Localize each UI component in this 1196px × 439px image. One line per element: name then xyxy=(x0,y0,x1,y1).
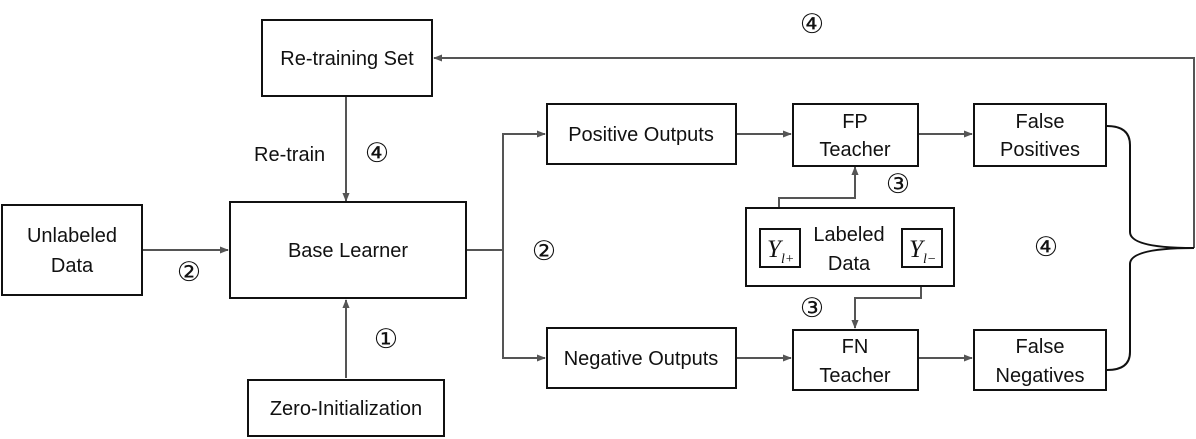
node-zero-initialization: Zero-Initialization xyxy=(247,379,445,437)
arrow-feedback-to-retraining-set xyxy=(433,54,1195,248)
step-2-input: ② xyxy=(177,257,201,288)
node-unlabeled-data: Unlabeled Data xyxy=(1,204,143,296)
fn-teacher-label-line1: FN xyxy=(842,336,869,358)
positive-outputs-label: Positive Outputs xyxy=(568,124,714,146)
step-4-retrain: ④ xyxy=(365,138,389,169)
node-positive-outputs: Positive Outputs xyxy=(546,103,737,165)
fn-teacher-label-line2: Teacher xyxy=(819,365,890,387)
y-plus-subscript: l+ xyxy=(781,252,794,267)
node-labeled-data: Labeled Data Y l+ Y l− xyxy=(745,207,955,287)
y-minus-subscript: l− xyxy=(923,252,936,267)
arrow-base-learner-to-positive xyxy=(466,130,546,251)
fp-teacher-label-line1: FP xyxy=(842,111,868,133)
node-retraining-set: Re-training Set xyxy=(261,19,433,97)
base-learner-label: Base Learner xyxy=(288,240,408,262)
unlabeled-data-label-line2: Data xyxy=(51,255,94,277)
step-4-errors: ④ xyxy=(1034,232,1058,263)
zero-initialization-label: Zero-Initialization xyxy=(270,398,422,420)
node-fp-teacher: FP Teacher xyxy=(792,103,919,167)
step-2-outputs: ② xyxy=(532,236,556,267)
step-4-top: ④ xyxy=(800,9,824,40)
arrow-base-learner-to-negative xyxy=(502,250,546,362)
false-positives-label-line1: False xyxy=(1016,111,1065,133)
false-positives-label-line2: Positives xyxy=(1000,139,1080,161)
unlabeled-data-label-line1: Unlabeled xyxy=(27,225,117,247)
false-negatives-label-line1: False xyxy=(1016,336,1065,358)
curly-brace xyxy=(1106,125,1195,371)
negative-outputs-label: Negative Outputs xyxy=(564,348,719,370)
y-plus-symbol: Y xyxy=(767,236,784,263)
labeled-data-label-line1: Labeled xyxy=(813,224,884,246)
y-plus-box: Y l+ xyxy=(759,228,801,268)
labeled-data-label-line2: Data xyxy=(828,253,871,275)
node-base-learner: Base Learner xyxy=(229,201,467,299)
node-negative-outputs: Negative Outputs xyxy=(546,327,737,389)
node-false-positives: False Positives xyxy=(973,103,1107,167)
node-false-negatives: False Negatives xyxy=(973,329,1107,391)
step-3-fp: ③ xyxy=(886,169,910,200)
node-fn-teacher: FN Teacher xyxy=(792,329,919,391)
retraining-set-label: Re-training Set xyxy=(280,48,414,70)
false-negatives-label-line2: Negatives xyxy=(996,365,1085,387)
fp-teacher-label-line2: Teacher xyxy=(819,139,890,161)
step-3-fn: ③ xyxy=(800,293,824,324)
step-1: ① xyxy=(374,324,398,355)
y-minus-box: Y l− xyxy=(901,228,943,268)
retrain-label: Re-train xyxy=(254,144,325,166)
y-minus-symbol: Y xyxy=(909,236,926,263)
